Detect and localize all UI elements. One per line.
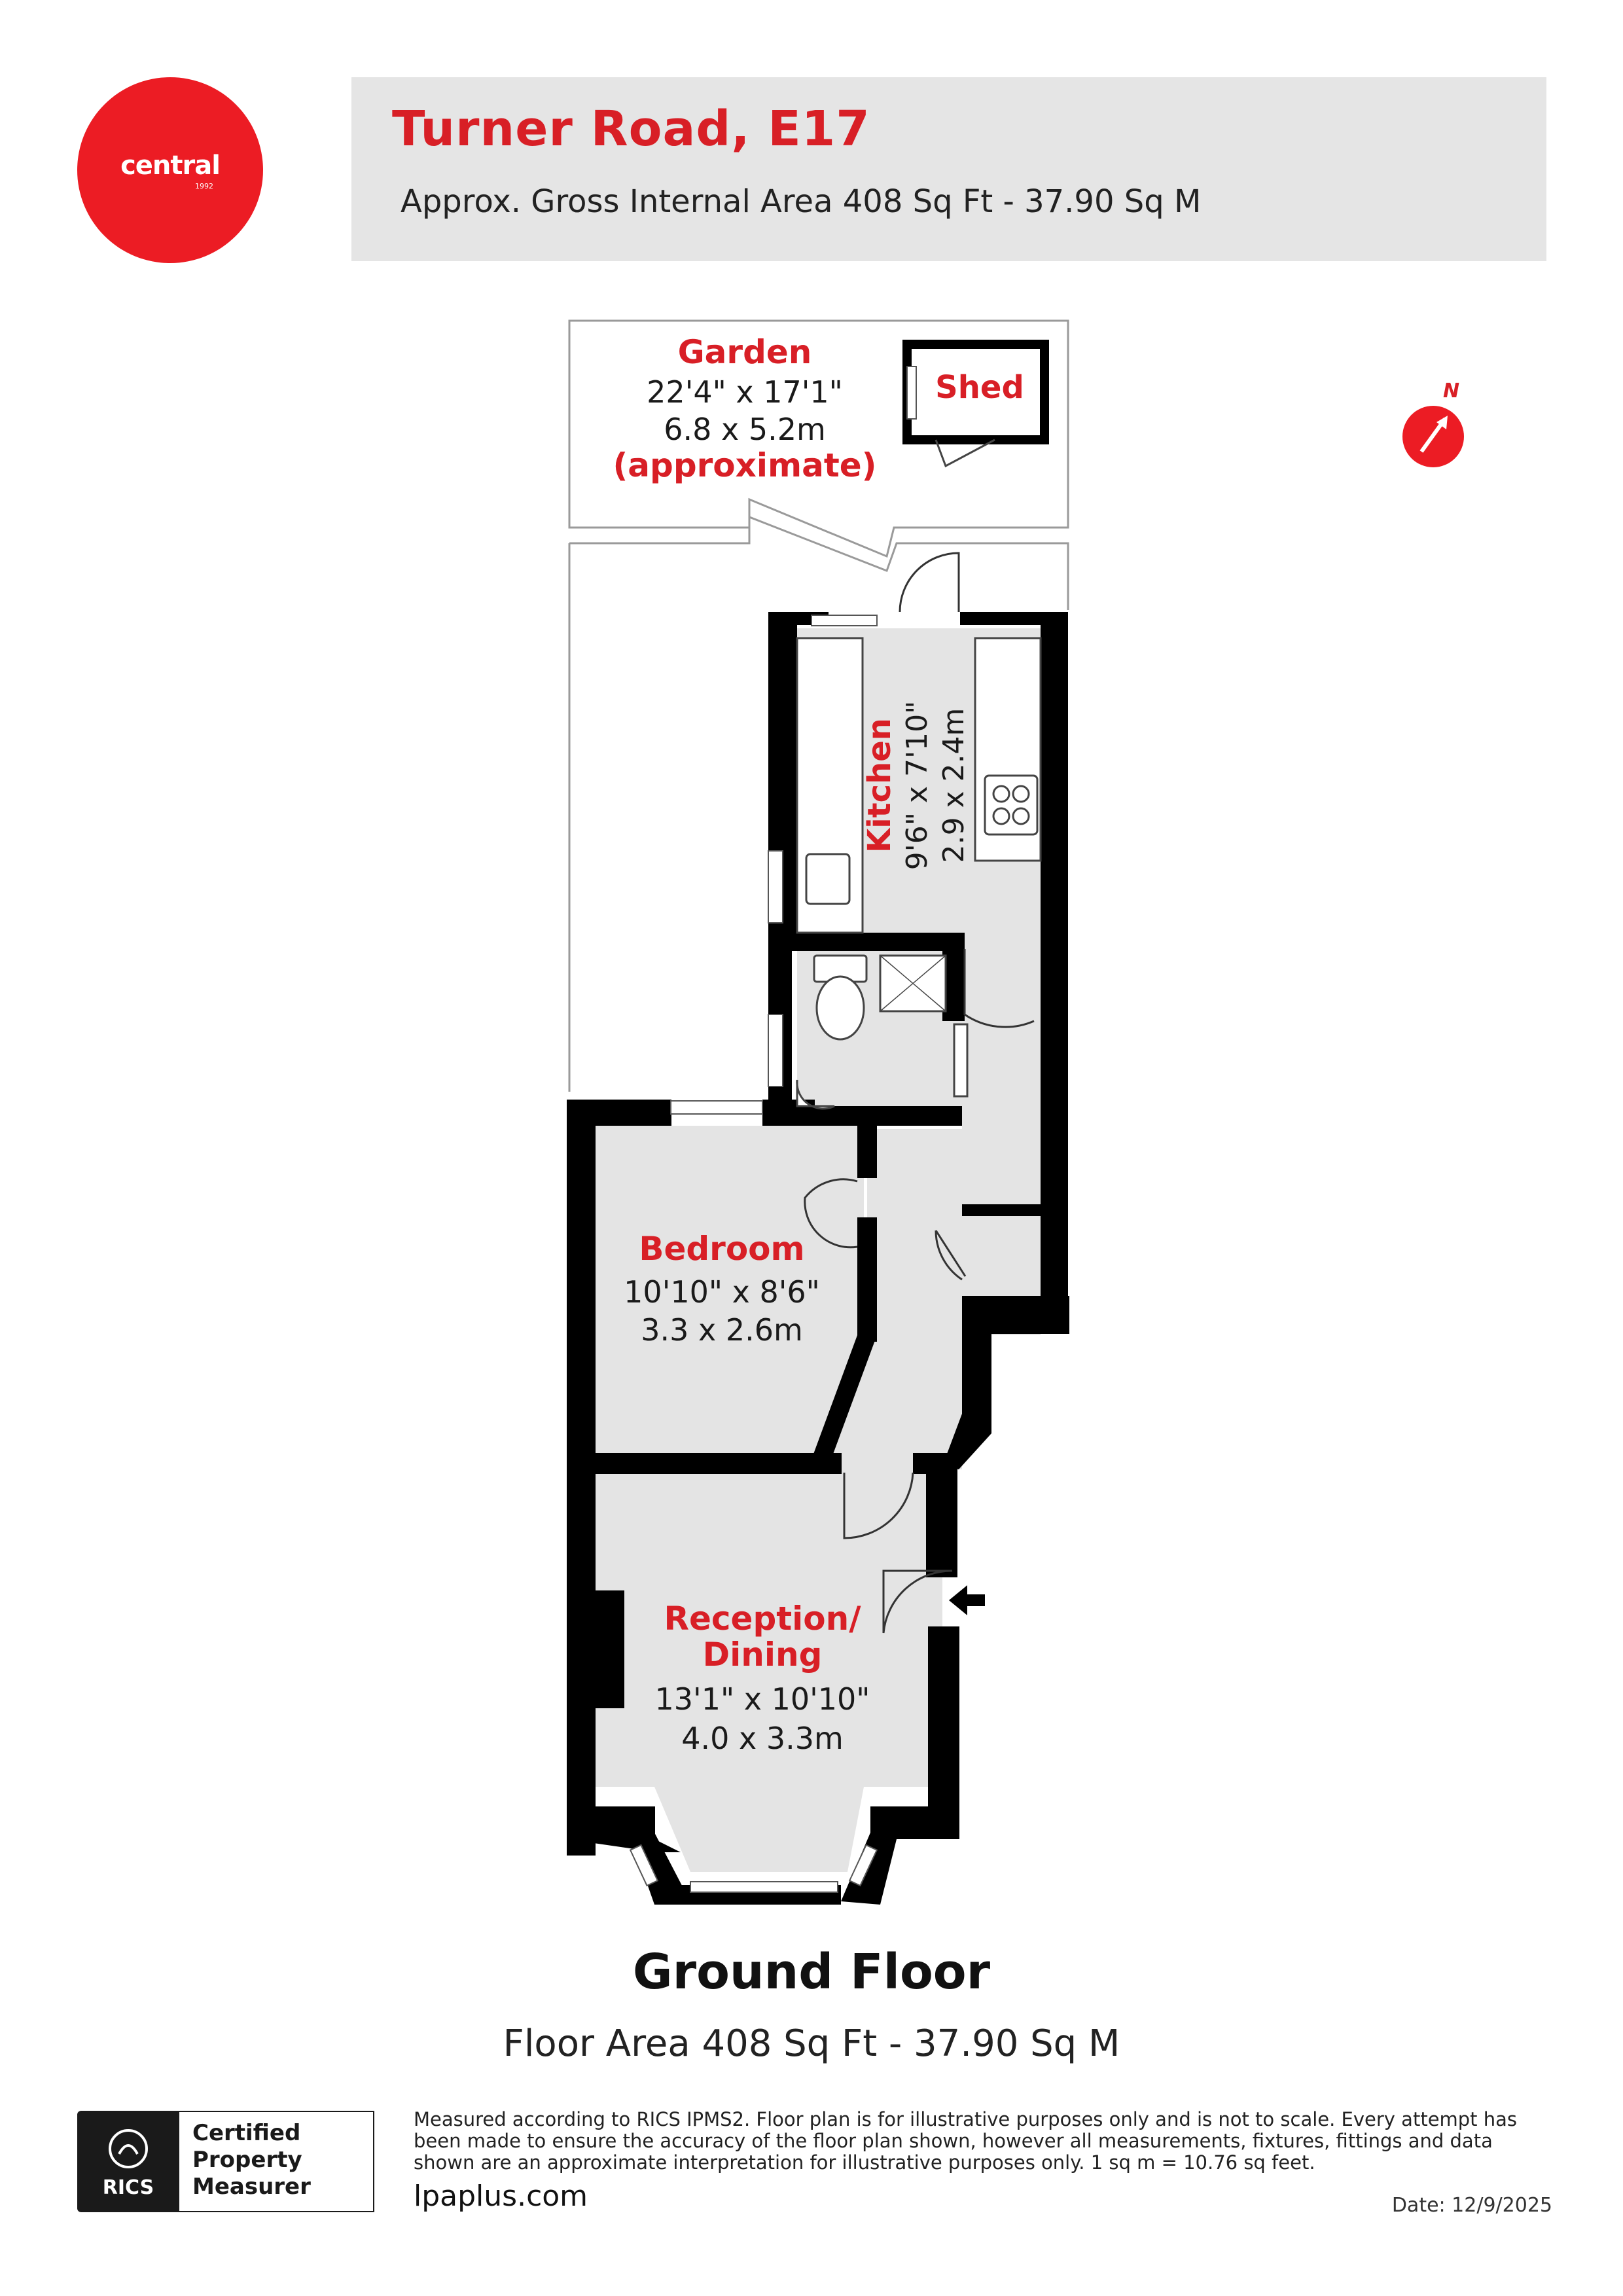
bedroom-dim-imperial: 10'10" x 8'6" [624,1274,820,1310]
disclaimer: Measured according to RICS IPMS2. Floor … [414,2108,1518,2174]
bedroom-name: Bedroom [639,1230,804,1268]
kitchen-name: Kitchen [861,718,898,853]
kitchen-dim-metric: 2.9 x 2.4m [937,708,971,863]
kitchen-dim-imperial: 9'6" x 7'10" [901,701,934,870]
floor-title: Ground Floor [632,1944,991,2000]
bathroom-fittings [796,954,969,1110]
website-link[interactable]: lpaplus.com [414,2179,588,2213]
room-labels: Garden 22'4" x 17'1" 6.8 x 5.2m (approxi… [613,333,1024,1756]
compass-icon: N [1402,380,1464,467]
shed-outline [902,340,1049,468]
bedroom-dim-metric: 3.3 x 2.6m [641,1312,803,1348]
garden-dim-metric: 6.8 x 5.2m [664,412,826,447]
compass-north-label: N [1443,380,1459,403]
doors [804,552,1035,1634]
garden-dim-imperial: 22'4" x 17'1" [647,374,843,410]
reception-name-line1: Reception/ [664,1600,861,1638]
central-logo: central 1992 [77,77,263,263]
garden-note: (approximate) [613,446,876,484]
rics-emblem: RICS [77,2111,179,2212]
entrance-arrow-icon [949,1585,985,1615]
kitchen-fittings [796,637,1042,934]
rics-badge: RICS Certified Property Measurer [77,2111,376,2212]
rics-certified-text: Certified Property Measurer [192,2120,311,2200]
garden-area [568,319,1069,1092]
floor-area: Floor Area 408 Sq Ft - 37.90 Sq M [503,2022,1120,2065]
reception-dim-imperial: 13'1" x 10'10" [655,1681,870,1717]
reception-dim-metric: 4.0 x 3.3m [681,1721,844,1756]
garden-name: Garden [678,333,812,371]
rics-word: RICS [102,2176,154,2199]
gross-area-subtitle: Approx. Gross Internal Area 408 Sq Ft - … [401,183,1202,220]
rics-lion-icon [109,2129,148,2168]
reception-name-line2: Dining [703,1636,823,1674]
logo-text: central [120,151,221,181]
windows [629,615,878,1893]
logo-year: 1992 [195,182,213,190]
property-title: Turner Road, E17 [392,101,870,157]
rics-certified-panel: Certified Property Measurer [179,2111,374,2212]
plan-date: Date: 12/9/2025 [1391,2194,1552,2217]
shed-name: Shed [935,369,1024,406]
header-panel: Turner Road, E17 Approx. Gross Internal … [351,77,1546,261]
